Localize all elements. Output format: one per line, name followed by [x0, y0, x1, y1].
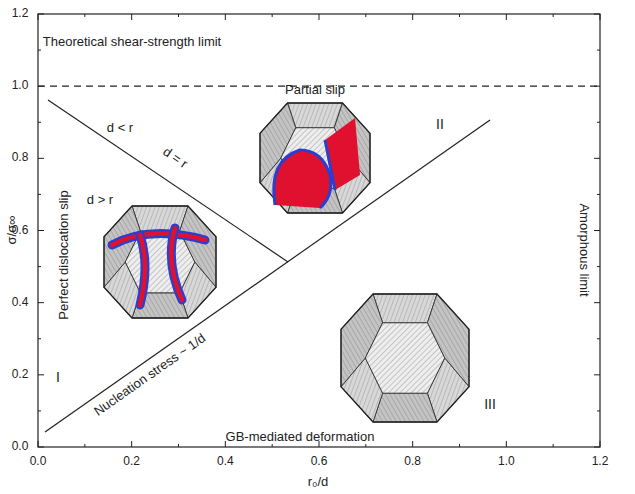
x-tick-label: 0.6 [310, 455, 329, 468]
x-tick [84, 444, 85, 447]
y-tick-label: 0.4 [11, 296, 30, 309]
x-tick [506, 441, 507, 447]
stacking-fault [274, 150, 331, 208]
dislocation-line [140, 235, 145, 305]
y-tick [38, 338, 41, 339]
x-tick [600, 14, 601, 20]
region-number: II [435, 117, 445, 132]
y-tick [38, 266, 41, 267]
y-tick [597, 338, 600, 339]
dislocation-line [171, 228, 182, 300]
grain-polyhedron [341, 294, 469, 422]
condition-label: d < r [106, 121, 134, 135]
y-tick [597, 266, 600, 267]
y-tick [38, 194, 41, 195]
stacking-fault [325, 118, 360, 190]
x-tick [131, 441, 132, 447]
y-tick [38, 158, 44, 159]
partial-dislocation [274, 150, 331, 208]
grain-polyhedron [104, 206, 216, 318]
x-tick [178, 444, 179, 447]
x-tick-label: 1.0 [497, 455, 516, 468]
condition-label: d > r [86, 193, 114, 207]
partial-dislocation [325, 140, 335, 190]
x-tick-label: 0.8 [403, 455, 422, 468]
y-tick [597, 50, 600, 51]
x-tick [131, 14, 132, 20]
y-tick [597, 122, 600, 123]
x-tick [38, 14, 39, 20]
region-label: Perfect dislocation slip [57, 189, 71, 320]
x-tick [178, 14, 179, 17]
x-tick [84, 14, 85, 17]
plot-frame [38, 14, 600, 447]
y-tick [597, 194, 600, 195]
x-tick [459, 14, 460, 17]
y-tick [594, 14, 600, 15]
x-tick [553, 444, 554, 447]
y-tick [38, 14, 44, 15]
y-tick-label: 0.2 [11, 368, 30, 381]
grain-polyhedron [260, 103, 370, 213]
dislocation-line [140, 235, 145, 305]
boundary-line [48, 100, 288, 262]
region-label: GB-mediated deformation [225, 430, 376, 444]
x-tick [412, 14, 413, 20]
region-number: I [55, 370, 61, 385]
dislocation-line [171, 228, 182, 300]
x-tick-label: 0.4 [216, 455, 235, 468]
y-tick-label: 0.6 [11, 224, 30, 237]
y-tick [594, 158, 600, 159]
y-tick [38, 447, 44, 448]
region-number: III [483, 397, 497, 412]
limit-label: Theoretical shear-strength limit [42, 35, 222, 49]
y-tick [594, 230, 600, 231]
condition-label: d = r [159, 144, 191, 172]
y-tick-label: 0.0 [11, 440, 30, 453]
x-tick [272, 14, 273, 17]
x-tick [506, 14, 507, 20]
x-tick [365, 444, 366, 447]
x-tick [365, 14, 366, 17]
y-tick [594, 447, 600, 448]
y-tick [38, 122, 41, 123]
x-tick [38, 441, 39, 447]
x-tick-label: 0.2 [122, 455, 141, 468]
x-tick [600, 441, 601, 447]
boundary-label: Nucleation stress ~ 1/d [91, 331, 209, 420]
y-tick [594, 302, 600, 303]
x-tick [272, 444, 273, 447]
y-tick [38, 374, 44, 375]
y-tick [594, 374, 600, 375]
y-tick [38, 50, 41, 51]
x-tick [459, 444, 460, 447]
y-tick [38, 230, 44, 231]
x-tick [225, 14, 226, 20]
y-tick-label: 1.2 [11, 7, 30, 20]
axis-title: r₀/d [307, 475, 330, 489]
y-tick [38, 410, 41, 411]
region-label: Partial slip [284, 83, 346, 97]
y-tick [38, 302, 44, 303]
x-tick [553, 14, 554, 17]
x-tick [319, 14, 320, 20]
x-tick [412, 441, 413, 447]
x-tick-label: 0.0 [29, 455, 48, 468]
y-tick-label: 1.0 [11, 80, 30, 93]
y-tick [597, 410, 600, 411]
dislocation-line [112, 234, 205, 245]
y-tick-label: 0.8 [11, 152, 30, 165]
x-tick-label: 1.2 [591, 455, 610, 468]
limit-label: Amorphous limit [577, 202, 591, 297]
dislocation-line [112, 234, 205, 245]
